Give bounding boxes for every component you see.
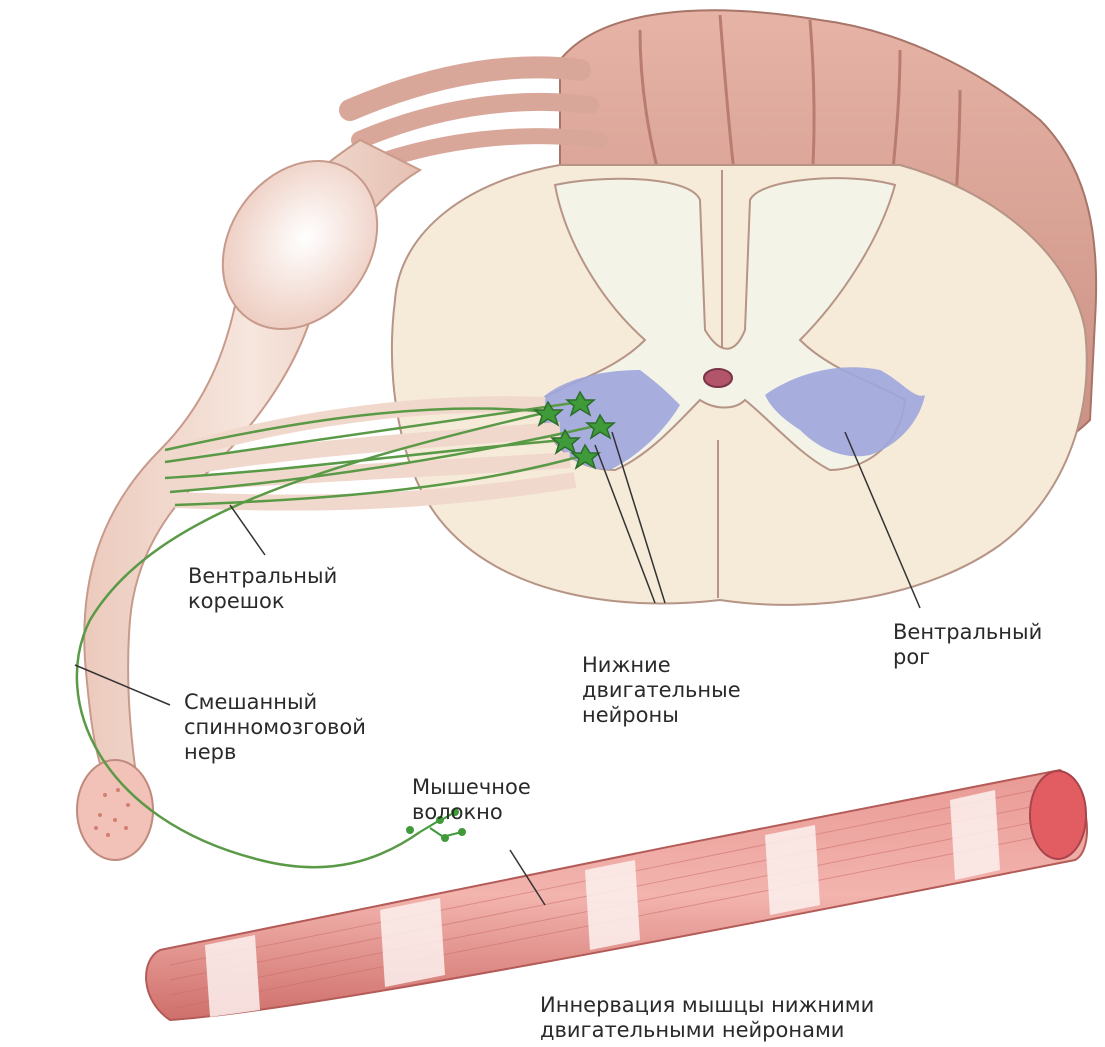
caption: Иннервация мышцы нижними двигательными н… bbox=[540, 993, 874, 1043]
cord-cross-section bbox=[392, 165, 1087, 605]
label-muscle-fiber-line2: волокно bbox=[412, 800, 531, 825]
muscle-fiber bbox=[146, 770, 1087, 1020]
caption-line2: двигательными нейронами bbox=[540, 1018, 874, 1043]
label-ventral-horn: Вентральный рог bbox=[893, 620, 1042, 670]
label-ventral-root-line2: корешок bbox=[188, 589, 337, 614]
caption-line1: Иннервация мышцы нижними bbox=[540, 993, 874, 1018]
label-lower-motor-neurons-line3: нейроны bbox=[582, 703, 741, 728]
label-lower-motor-neurons-line1: Нижние bbox=[582, 653, 741, 678]
label-mixed-spinal-nerve-line3: нерв bbox=[184, 740, 366, 765]
label-mixed-spinal-nerve-line2: спинномозговой bbox=[184, 715, 366, 740]
label-lower-motor-neurons-line2: двигательные bbox=[582, 678, 741, 703]
label-mixed-spinal-nerve-line1: Смешанный bbox=[184, 690, 366, 715]
label-lower-motor-neurons: Нижние двигательные нейроны bbox=[582, 653, 741, 728]
label-ventral-root-line1: Вентральный bbox=[188, 564, 337, 589]
label-mixed-spinal-nerve: Смешанный спинномозговой нерв bbox=[184, 690, 366, 765]
label-ventral-horn-line2: рог bbox=[893, 645, 1042, 670]
label-muscle-fiber-line1: Мышечное bbox=[412, 775, 531, 800]
label-muscle-fiber: Мышечное волокно bbox=[412, 775, 531, 825]
label-ventral-horn-line1: Вентральный bbox=[893, 620, 1042, 645]
label-ventral-root: Вентральный корешок bbox=[188, 564, 337, 614]
leader-ventral-root bbox=[230, 505, 265, 555]
muscle-cut-end bbox=[1030, 771, 1086, 859]
